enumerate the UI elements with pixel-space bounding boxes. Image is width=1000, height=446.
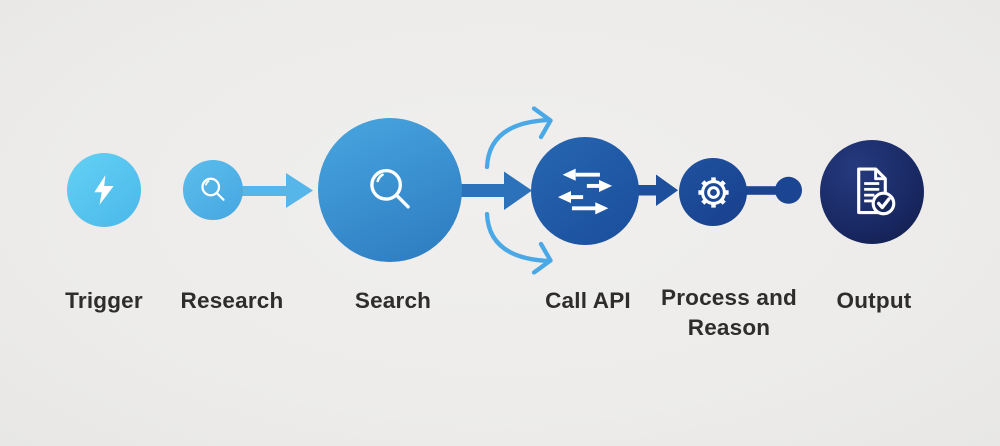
curved-arrow-top-head [531, 106, 553, 140]
node-trigger [67, 153, 141, 227]
exchange-arrows-icon [557, 168, 613, 214]
connector-dot [775, 176, 802, 204]
label-output: Output [836, 288, 912, 313]
arrow-search-to-callapi [448, 171, 532, 210]
label-research: Research [180, 288, 284, 313]
node-call-api [531, 137, 639, 245]
label-trigger: Trigger [65, 288, 143, 313]
label-call-api: Call API [545, 288, 631, 313]
arrow-callapi-to-process [628, 174, 678, 206]
lightning-icon [94, 175, 114, 205]
node-search [318, 118, 462, 262]
node-output [820, 140, 924, 244]
curved-arrow-bottom-head [531, 241, 553, 275]
node-process [679, 158, 747, 226]
curved-arrow-top [484, 117, 551, 170]
label-process: Process and Reason [660, 285, 797, 340]
document-check-icon [857, 167, 896, 216]
magnifier-icon [201, 177, 225, 201]
node-research [183, 160, 243, 220]
arrow-research-to-search [232, 173, 313, 208]
gear-icon [697, 176, 729, 208]
curved-arrow-bottom [484, 211, 551, 264]
magnifier-icon [370, 168, 410, 209]
label-search: Search [354, 288, 432, 313]
